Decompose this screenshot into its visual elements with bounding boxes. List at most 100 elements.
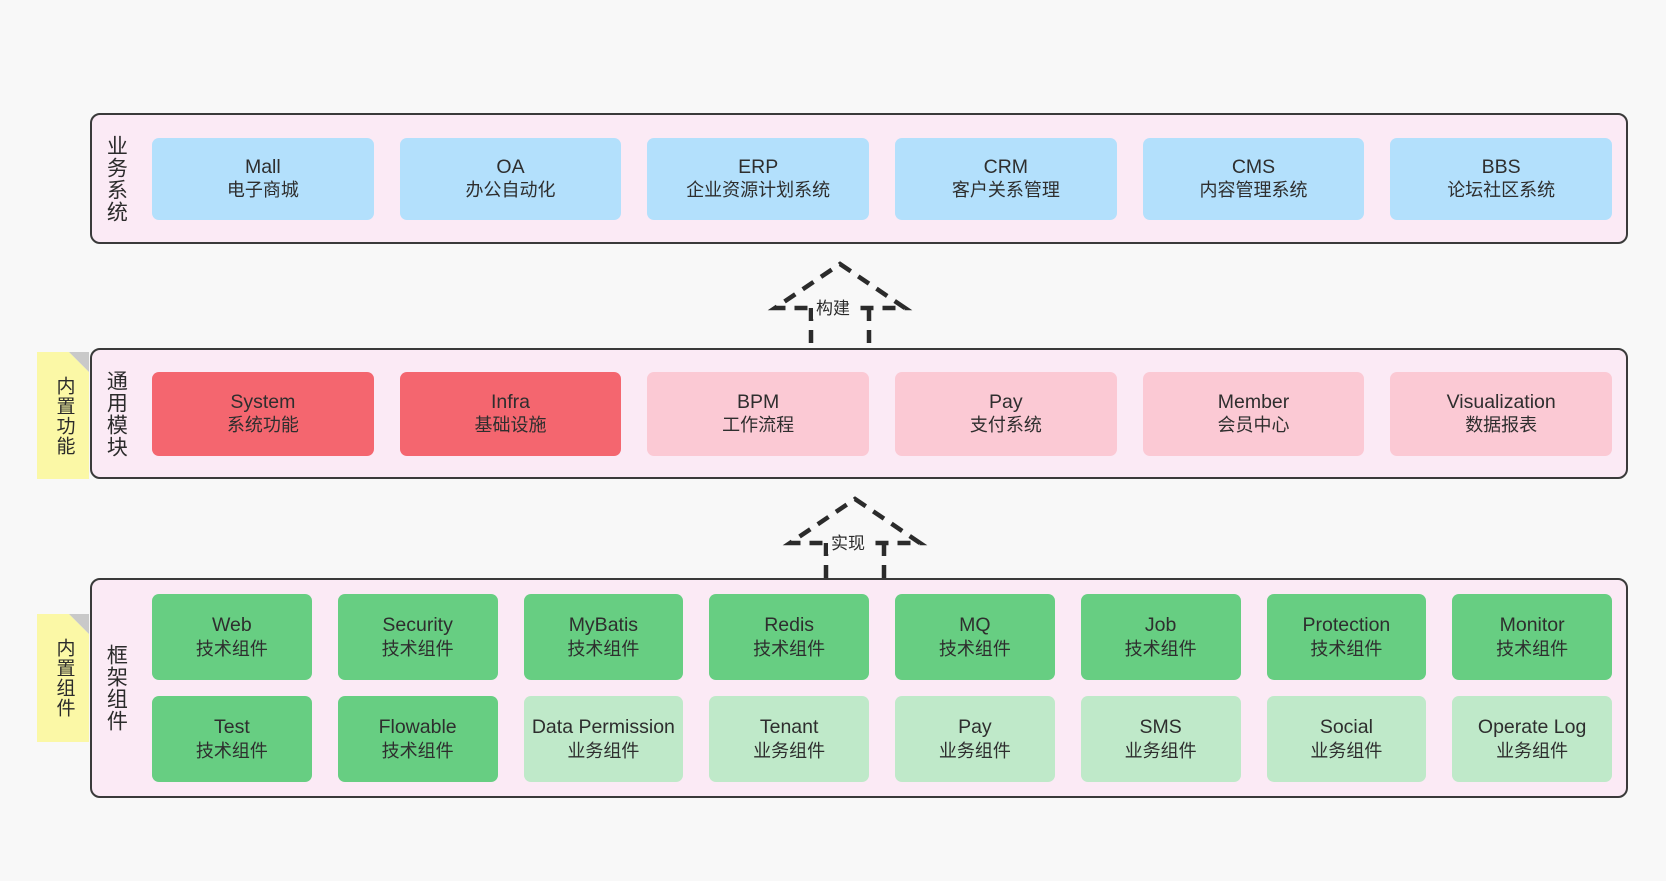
connector-implement-label: 实现 <box>828 529 868 554</box>
box-title-en: Mall <box>244 155 281 178</box>
box-title-en: Monitor <box>1499 614 1565 636</box>
business-box-row: Mall 电子商城 OA 办公自动化 ERP 企业资源计划系统 CRM 客户关系… <box>152 137 1613 220</box>
box-title-cn: 客户关系管理 <box>951 180 1060 201</box>
box-title-cn: 会员中心 <box>1217 415 1290 436</box>
box-mall[interactable]: Mall 电子商城 <box>152 137 374 220</box>
box-title-cn: 工作流程 <box>722 415 795 436</box>
box-title-en: OA <box>496 155 525 178</box>
box-flowable[interactable]: Flowable 技术组件 <box>337 696 498 782</box>
box-title-cn: 业务组件 <box>938 740 1011 761</box>
box-monitor[interactable]: Monitor 技术组件 <box>1452 594 1612 680</box>
note-label: 内置组件 <box>53 638 75 718</box>
box-title-cn: 内容管理系统 <box>1199 180 1308 201</box>
box-title-en: SMS <box>1139 716 1182 738</box>
box-title-cn: 办公自动化 <box>465 180 556 201</box>
box-title-en: Operate Log <box>1477 716 1587 738</box>
box-operate-log[interactable]: Operate Log 业务组件 <box>1452 696 1612 782</box>
layer-title-modules: 通用模块 <box>104 369 128 458</box>
note-fold-corner-icon <box>69 614 89 634</box>
note-label: 内置功能 <box>53 375 75 456</box>
box-title-en: CMS <box>1231 155 1276 178</box>
box-title-en: Flowable <box>378 716 457 738</box>
box-title-cn: 技术组件 <box>1124 638 1197 659</box>
box-visualization[interactable]: Visualization 数据报表 <box>1390 371 1613 456</box>
box-title-cn: 技术组件 <box>567 638 640 659</box>
box-oa[interactable]: OA 办公自动化 <box>399 137 622 220</box>
box-title-cn: 企业资源计划系统 <box>686 180 831 201</box>
box-pay-module[interactable]: Pay 支付系统 <box>895 371 1117 456</box>
box-tenant[interactable]: Tenant 业务组件 <box>709 696 869 782</box>
box-title-cn: 支付系统 <box>969 415 1042 436</box>
box-member[interactable]: Member 会员中心 <box>1142 371 1365 456</box>
box-title-en: Test <box>213 716 250 738</box>
layer-body-modules: System 系统功能 Infra 基础设施 BPM 工作流程 Pay 支付系统… <box>138 350 1626 477</box>
box-mybatis[interactable]: MyBatis 技术组件 <box>523 594 684 680</box>
box-title-en: BBS <box>1481 155 1521 178</box>
note-builtin-components: 内置组件 <box>37 614 89 742</box>
box-title-cn: 技术组件 <box>1496 638 1569 659</box>
box-title-en: Security <box>382 614 453 636</box>
box-title-cn: 技术组件 <box>195 638 268 659</box>
box-title-en: BPM <box>737 390 780 413</box>
box-title-cn: 技术组件 <box>195 740 268 761</box>
layer-body-business: Mall 电子商城 OA 办公自动化 ERP 企业资源计划系统 CRM 客户关系… <box>138 115 1626 242</box>
box-title-en: System <box>230 390 296 413</box>
box-bpm[interactable]: BPM 工作流程 <box>647 371 870 456</box>
layer-business-system: 业务系统 Mall 电子商城 OA 办公自动化 ERP 企业资源计划系统 CRM… <box>90 113 1628 244</box>
box-title-cn: 业务组件 <box>1496 740 1569 761</box>
box-title-cn: 技术组件 <box>381 638 454 659</box>
box-title-en: Web <box>212 614 252 636</box>
box-title-en: Pay <box>989 390 1023 413</box>
box-title-cn: 技术组件 <box>753 638 826 659</box>
note-fold-corner-icon <box>69 352 89 372</box>
box-data-permission[interactable]: Data Permission 业务组件 <box>523 696 684 782</box>
box-title-en: Job <box>1144 614 1177 636</box>
note-builtin-features: 内置功能 <box>37 352 89 479</box>
box-system[interactable]: System 系统功能 <box>152 371 374 456</box>
box-infra[interactable]: Infra 基础设施 <box>399 371 622 456</box>
box-sms[interactable]: SMS 业务组件 <box>1080 696 1241 782</box>
box-title-cn: 业务组件 <box>567 740 640 761</box>
box-title-en: CRM <box>983 155 1029 178</box>
box-web[interactable]: Web 技术组件 <box>152 594 312 680</box>
box-test[interactable]: Test 技术组件 <box>152 696 312 782</box>
box-redis[interactable]: Redis 技术组件 <box>709 594 869 680</box>
box-crm[interactable]: CRM 客户关系管理 <box>895 137 1117 220</box>
connector-implement: 实现 <box>770 493 940 588</box>
box-title-en: Redis <box>764 614 815 636</box>
layer-body-framework: Web 技术组件 Security 技术组件 MyBatis 技术组件 Redi… <box>138 580 1626 796</box>
box-title-cn: 技术组件 <box>1310 638 1383 659</box>
box-cms[interactable]: CMS 内容管理系统 <box>1142 137 1365 220</box>
box-title-en: MQ <box>959 614 991 636</box>
connector-build-label: 构建 <box>813 294 853 319</box>
box-title-en: Pay <box>958 716 992 738</box>
box-title-cn: 系统功能 <box>226 415 299 436</box>
box-job[interactable]: Job 技术组件 <box>1080 594 1241 680</box>
box-title-en: Data Permission <box>531 716 675 738</box>
box-protection[interactable]: Protection 技术组件 <box>1266 594 1427 680</box>
layer-title-business: 业务系统 <box>104 134 128 223</box>
box-title-cn: 业务组件 <box>1124 740 1197 761</box>
box-bbs[interactable]: BBS 论坛社区系统 <box>1390 137 1613 220</box>
box-title-cn: 基础设施 <box>474 415 547 436</box>
box-title-cn: 数据报表 <box>1465 415 1538 436</box>
box-pay-component[interactable]: Pay 业务组件 <box>895 696 1055 782</box>
box-title-en: MyBatis <box>568 614 639 636</box>
box-title-en: Infra <box>490 390 531 413</box>
framework-business-row: Test 技术组件 Flowable 技术组件 Data Permission … <box>152 696 1612 782</box>
box-title-en: Social <box>1319 716 1373 738</box>
box-mq[interactable]: MQ 技术组件 <box>895 594 1055 680</box>
connector-build: 构建 <box>755 258 925 353</box>
box-title-en: Member <box>1217 390 1290 413</box>
box-title-en: Protection <box>1302 614 1391 636</box>
box-erp[interactable]: ERP 企业资源计划系统 <box>647 137 870 220</box>
layer-general-modules: 通用模块 System 系统功能 Infra 基础设施 BPM 工作流程 Pay… <box>90 348 1628 479</box>
box-security[interactable]: Security 技术组件 <box>337 594 498 680</box>
box-title-cn: 技术组件 <box>938 638 1011 659</box>
box-title-cn: 业务组件 <box>1310 740 1383 761</box>
box-title-cn: 技术组件 <box>381 740 454 761</box>
layer-framework-components: 框架组件 Web 技术组件 Security 技术组件 MyBatis 技术组件… <box>90 578 1628 798</box>
box-title-cn: 电子商城 <box>226 180 299 201</box>
box-social[interactable]: Social 业务组件 <box>1266 696 1427 782</box>
